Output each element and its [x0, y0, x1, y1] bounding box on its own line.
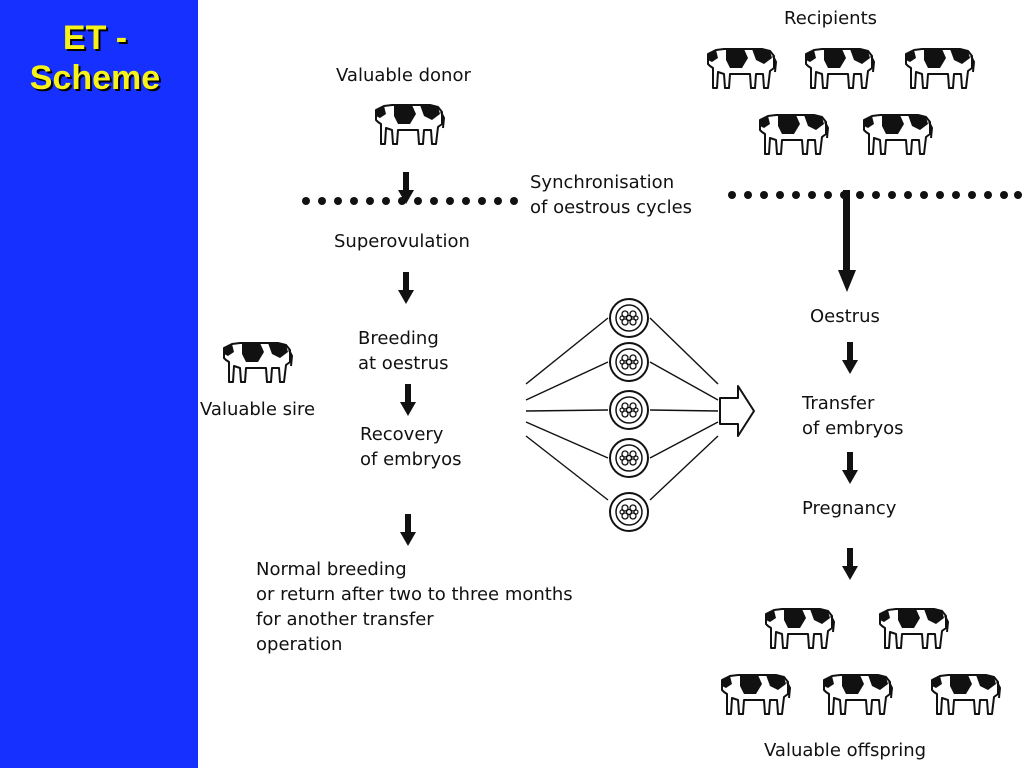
- breeding-label-line-1: Breeding: [358, 328, 439, 349]
- valuable-sire-label: Valuable sire: [200, 399, 316, 420]
- slide-title-line-1: ET -: [62, 19, 128, 57]
- title-sidebar: ET - Scheme: [0, 0, 198, 768]
- offspring-cows-icon: [721, 608, 1001, 715]
- donor-cow-icon: [375, 104, 445, 145]
- superovulation-label: Superovulation: [334, 231, 470, 252]
- slide-title: ET - Scheme: [0, 18, 190, 98]
- flow-arrows-right: [838, 190, 858, 580]
- slide-title-line-2: Scheme: [29, 59, 161, 97]
- sire-bull-icon: [223, 342, 293, 383]
- recipient-cows-icon: [707, 48, 975, 155]
- valuable-offspring-label: Valuable offspring: [764, 740, 927, 761]
- normal-breeding-line-3: for another transfer: [256, 609, 434, 630]
- transfer-hollow-arrow-icon: [719, 385, 755, 437]
- normal-breeding-line-2: or return after two to three months: [256, 584, 573, 605]
- diagram-artwork: [223, 48, 1022, 715]
- pregnancy-label: Pregnancy: [802, 498, 897, 519]
- transfer-label-line-1: Transfer: [802, 393, 875, 414]
- sync-label-line-2: of oestrous cycles: [530, 197, 693, 218]
- sync-dotted-line: [302, 191, 1022, 205]
- breeding-label-line-2: at oestrus: [358, 353, 449, 374]
- oestrus-label: Oestrus: [810, 306, 880, 327]
- recovery-label-line-1: Recovery: [360, 424, 444, 445]
- embryo-icons: [609, 298, 649, 532]
- recipients-label: Recipients: [784, 8, 878, 29]
- embryo-fan-lines: [525, 317, 719, 501]
- sync-label-line-1: Synchronisation: [530, 172, 675, 193]
- et-scheme-diagram: Recipients Valuable donor Synchronisatio…: [198, 0, 1024, 768]
- normal-breeding-line-1: Normal breeding: [256, 559, 407, 580]
- valuable-donor-label: Valuable donor: [336, 65, 471, 86]
- recovery-label-line-2: of embryos: [360, 449, 462, 470]
- normal-breeding-line-4: operation: [256, 634, 343, 655]
- transfer-label-line-2: of embryos: [802, 418, 904, 439]
